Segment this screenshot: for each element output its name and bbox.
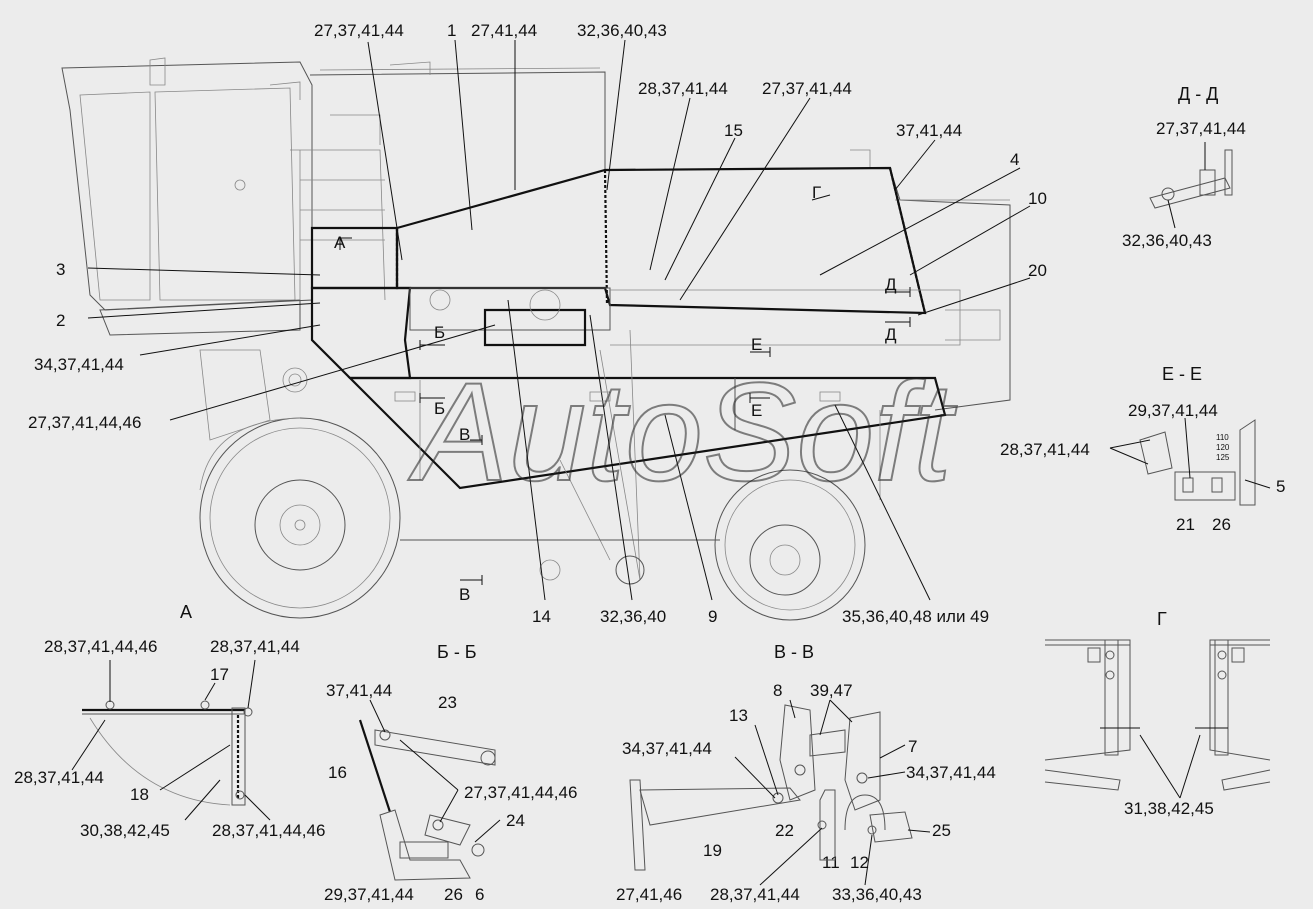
view-dd: Д - Д 27,37,41,44 32,36,40,43: [1122, 84, 1246, 250]
view-vv-label-8: 8: [773, 681, 782, 700]
label-32-36-40-43: 32,36,40,43: [577, 21, 667, 40]
marker-b-top: Б: [434, 323, 445, 342]
view-bb-label-24: 24: [506, 811, 525, 830]
engine-box: [199, 349, 271, 441]
label-3: 3: [56, 260, 65, 279]
view-a-label-18: 18: [130, 785, 149, 804]
marker-d-top: Д: [885, 275, 897, 294]
view-ee-label-26: 26: [1212, 515, 1231, 534]
view-vv-label-1: 34,37,41,44: [622, 739, 712, 758]
watermark: AutoSoft: [408, 353, 957, 510]
view-vv-label-3: 27,41,46: [616, 885, 682, 904]
section-markers: [339, 194, 911, 585]
view-a-title: А: [180, 602, 192, 622]
view-vv-label-2: 34,37,41,44: [906, 763, 996, 782]
view-vv-label-13: 13: [729, 706, 748, 725]
marker-v-bottom: В: [459, 585, 470, 604]
view-a-label-17: 17: [210, 665, 229, 684]
label-27-37-41-44-b: 27,37,41,44: [762, 79, 852, 98]
view-bb-label-2: 27,37,41,44,46: [464, 783, 577, 802]
view-a-label-4: 30,38,42,45: [80, 821, 170, 840]
view-a: А 28,37,41,44,46 28,37,41,44 17 28,37,41…: [14, 602, 325, 840]
label-37-41-44: 37,41,44: [896, 121, 962, 140]
view-dd-label-top: 27,37,41,44: [1156, 119, 1246, 138]
marker-g: Г: [812, 183, 821, 202]
label-14: 14: [532, 607, 551, 626]
label-27-41-44: 27,41,44: [471, 21, 537, 40]
view-vv-label-11: 11: [822, 853, 840, 872]
view-bb-label-16: 16: [328, 763, 347, 782]
view-vv-label-39: 39,47: [810, 681, 853, 700]
view-vv-title: В - В: [774, 642, 814, 662]
view-ee-label-1: 29,37,41,44: [1128, 401, 1218, 420]
view-vv-label-4: 28,37,41,44: [710, 885, 800, 904]
label-32-36-40: 32,36,40: [600, 607, 666, 626]
view-a-label-5: 28,37,41,44,46: [212, 821, 325, 840]
view-vv-label-22: 22: [775, 821, 794, 840]
view-ee-label-5: 5: [1276, 477, 1285, 496]
view-bb-label-1: 37,41,44: [326, 681, 392, 700]
label-34-37-41-44: 34,37,41,44: [34, 355, 124, 374]
view-ee-scale-2: 120: [1216, 443, 1230, 452]
marker-e-bottom: Е: [751, 401, 762, 420]
view-bb-label-23: 23: [438, 693, 457, 712]
main-labels: 27,37,41,44 1 27,41,44 32,36,40,43 28,37…: [28, 21, 1047, 626]
label-2: 2: [56, 311, 65, 330]
label-4: 4: [1010, 150, 1019, 169]
marker-v-top: В: [459, 425, 470, 444]
marker-a: А: [334, 233, 346, 252]
ladder: [290, 114, 386, 301]
label-28-37-41-44: 28,37,41,44: [638, 79, 728, 98]
view-g: Г 31,38,42,45: [1044, 609, 1271, 818]
view-vv-label-5: 33,36,40,43: [832, 885, 922, 904]
view-bb-label-26: 26: [444, 885, 463, 904]
view-bb-label-6: 6: [475, 885, 484, 904]
rear-wheel: [199, 417, 401, 619]
view-vv-label-12: 12: [850, 853, 869, 872]
view-ee-title: Е - Е: [1162, 364, 1202, 384]
view-vv-label-25: 25: [932, 821, 951, 840]
view-g-label: 31,38,42,45: [1124, 799, 1214, 818]
view-g-title: Г: [1157, 609, 1167, 629]
label-10: 10: [1028, 189, 1047, 208]
view-a-label-3: 28,37,41,44: [14, 768, 104, 787]
label-27-37-41-44-top: 27,37,41,44: [314, 21, 404, 40]
label-35-36-40-48: 35,36,40,48 или 49: [842, 607, 989, 626]
view-ee-scale-3: 125: [1216, 453, 1230, 462]
label-15: 15: [724, 121, 743, 140]
view-ee-label-2: 28,37,41,44: [1000, 440, 1090, 459]
view-vv-label-19: 19: [703, 841, 722, 860]
view-vv-label-7: 7: [908, 737, 917, 756]
view-bb-title: Б - Б: [437, 642, 477, 662]
view-dd-label-bottom: 32,36,40,43: [1122, 231, 1212, 250]
view-ee-scale-1: 110: [1216, 433, 1229, 442]
view-dd-title: Д - Д: [1178, 84, 1218, 104]
section-marker-letters: А Б Б В В Г Д Д Е Е: [334, 183, 897, 604]
label-9: 9: [708, 607, 717, 626]
view-vv: В - В 8 39,47 13 34,37,41,44 7 34,37,41,…: [616, 642, 996, 904]
marker-b-bottom: Б: [434, 399, 445, 418]
view-bb: Б - Б 37,41,44 23 16 27,37,41,44,46 24 2…: [324, 642, 577, 904]
view-ee: Е - Е 29,37,41,44 28,37,41,44 5 21 26 11…: [1000, 364, 1285, 534]
front-wheel: [714, 469, 866, 621]
view-a-label-1: 28,37,41,44,46: [44, 637, 157, 656]
view-ee-label-21: 21: [1176, 515, 1195, 534]
combine-main-view: [61, 39, 1031, 621]
label-27-37-41-44-46: 27,37,41,44,46: [28, 413, 141, 432]
view-bb-label-3: 29,37,41,44: [324, 885, 414, 904]
side-panels: [310, 166, 947, 490]
marker-e-top: Е: [751, 335, 762, 354]
label-1: 1: [447, 21, 456, 40]
cabin: [61, 57, 313, 336]
leader-lines: [87, 39, 1031, 601]
view-a-label-2: 28,37,41,44: [210, 637, 300, 656]
marker-d-bottom: Д: [885, 325, 897, 344]
label-20: 20: [1028, 261, 1047, 280]
